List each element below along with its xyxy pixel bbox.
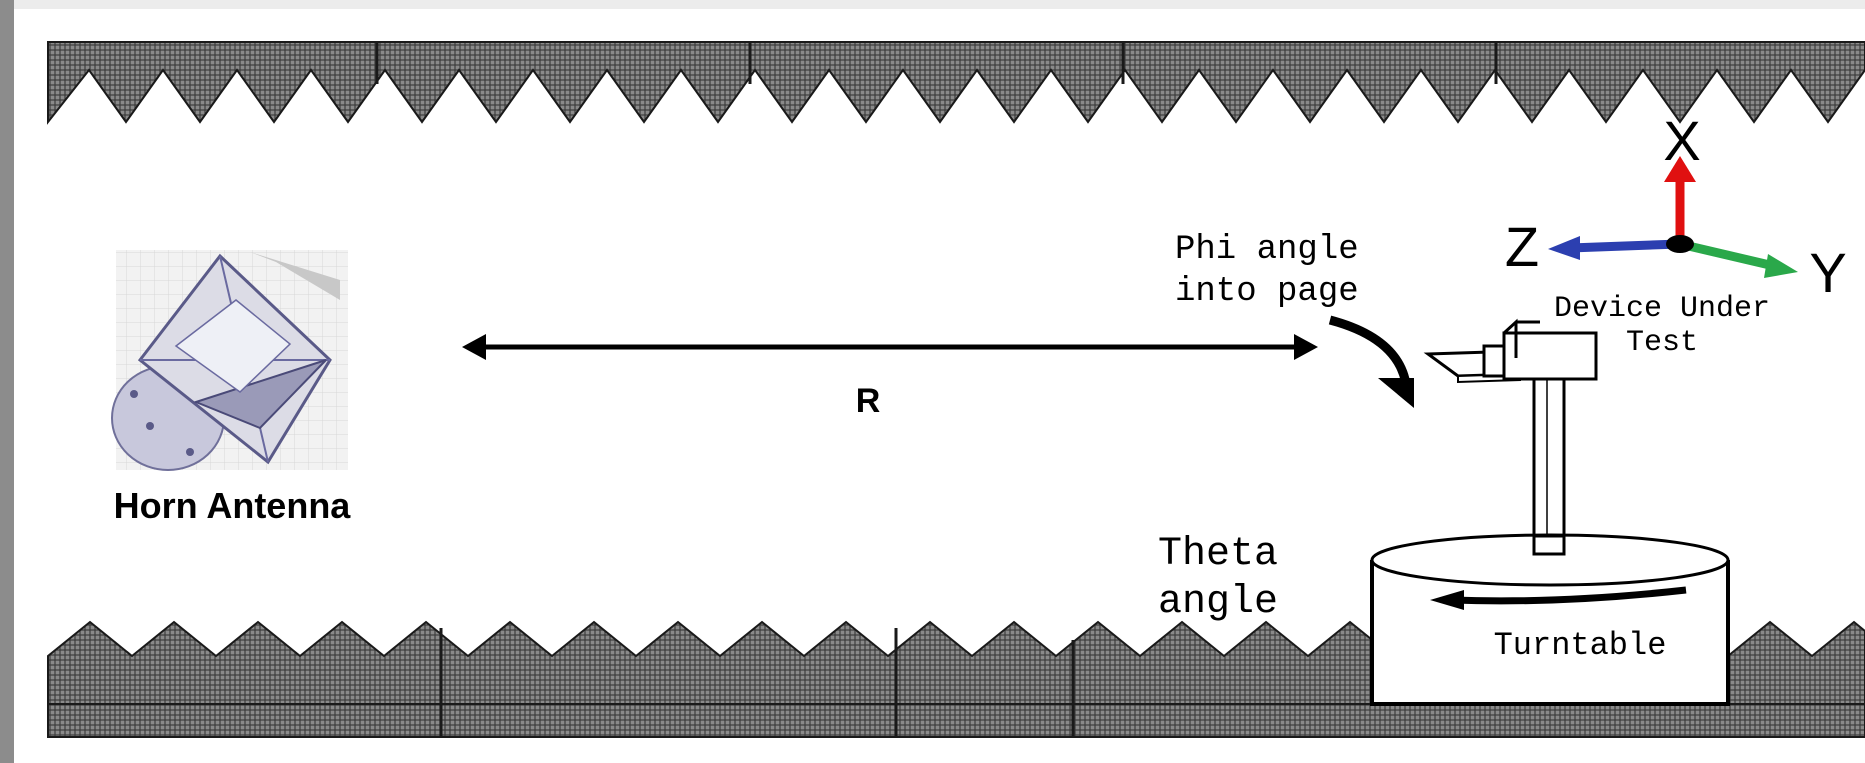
distance-arrow-right-head	[1294, 334, 1318, 360]
y-axis-label: Y	[1809, 241, 1846, 304]
dut-label-line1: Device Under	[1554, 292, 1770, 326]
phi-rotation-arrow	[1328, 315, 1414, 408]
theta-label-line1: Theta	[1158, 532, 1278, 577]
dut-label-line2: Test	[1626, 326, 1698, 360]
distance-label: R	[856, 382, 881, 420]
x-axis-arrow-head	[1664, 156, 1696, 182]
horn-antenna-label: Horn Antenna	[114, 485, 352, 526]
horn-antenna-image	[111, 250, 348, 471]
top-absorber	[47, 41, 1865, 125]
top-frame-bar	[14, 0, 1865, 9]
theta-label-line2: angle	[1158, 580, 1278, 625]
left-frame-bar	[0, 0, 14, 763]
theta-rotation-arrow	[1430, 586, 1687, 610]
phi-label-line2: into page	[1175, 273, 1359, 311]
z-axis-arrow-head	[1548, 236, 1580, 260]
x-axis-label: X	[1663, 109, 1700, 172]
coordinate-axes	[1548, 156, 1798, 278]
y-axis-arrow-head	[1764, 254, 1798, 278]
dut-mast	[1532, 377, 1566, 551]
distance-arrow-left-head	[462, 334, 486, 360]
phi-label-line1: Phi angle	[1175, 231, 1359, 269]
z-axis-arrow	[1569, 239, 1681, 253]
turntable	[1370, 533, 1730, 706]
turntable-label: Turntable	[1494, 627, 1667, 664]
z-axis-label: Z	[1505, 215, 1539, 278]
axes-origin	[1666, 235, 1694, 253]
y-axis-arrow	[1678, 239, 1776, 271]
